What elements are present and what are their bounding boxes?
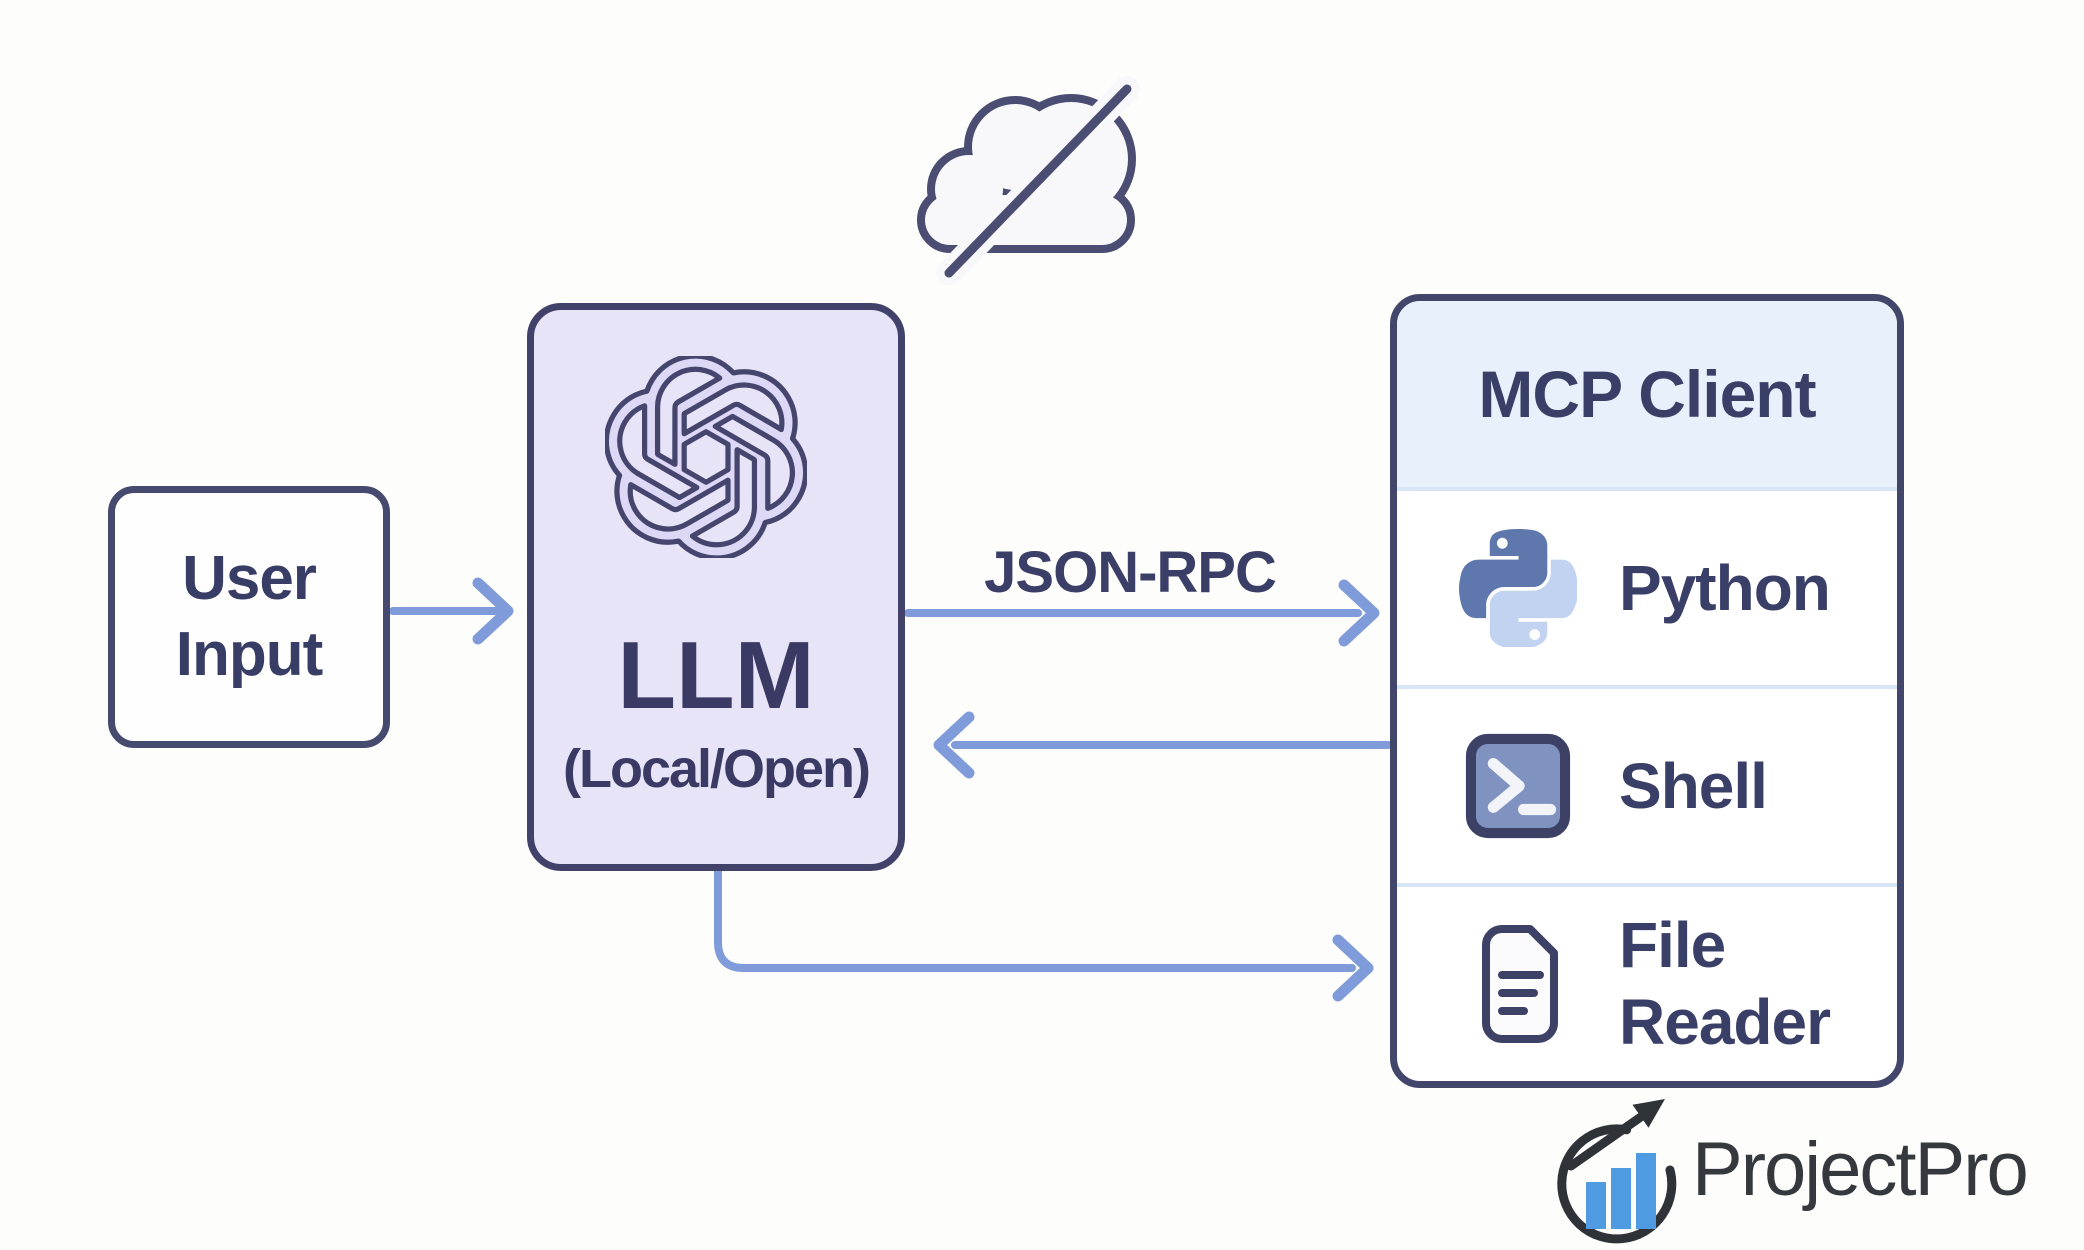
projectpro-growth-icon [1557,1099,1677,1244]
user-input-node: User Input [108,486,390,748]
mcp-client-title: MCP Client [1478,357,1816,431]
brand-logo: ProjectPro [1555,1090,2084,1250]
python-icon [1457,529,1579,647]
file-document-icon [1457,921,1579,1047]
brand-logo-text: ProjectPro [1692,1127,2029,1212]
cloud-slash-icon [917,76,1140,285]
mcp-tool-label: Shell [1619,749,1768,822]
mcp-tool-label: File Reader [1619,909,1831,1058]
mcp-client-header: MCP Client [1397,301,1897,491]
mcp-tool-row-shell: Shell [1397,685,1897,883]
json-rpc-label: JSON-RPC [984,540,1277,605]
arrow-user-to-llm-head [472,577,514,645]
llm-subtitle: (Local/Open) [562,739,871,799]
llm-node: LLM (Local/Open) [527,303,905,871]
mcp-tool-label: Python [1619,551,1831,624]
arrow-llm-to-mcp-head [1338,579,1380,647]
mcp-client-node: MCP Client Python Shell [1390,294,1904,1088]
llm-title: LLM [617,622,815,729]
mcp-tool-row-python: Python [1397,491,1897,685]
arrow-mcp-to-llm-head [933,711,975,779]
openai-logo-icon [605,356,807,558]
arrow-llm-to-filereader-head [1332,934,1374,1002]
arrow-llm-to-filereader [714,865,1356,972]
user-input-label: User Input [175,544,324,689]
shell-terminal-icon [1457,730,1579,842]
mcp-tool-row-filereader: File Reader [1397,883,1897,1081]
